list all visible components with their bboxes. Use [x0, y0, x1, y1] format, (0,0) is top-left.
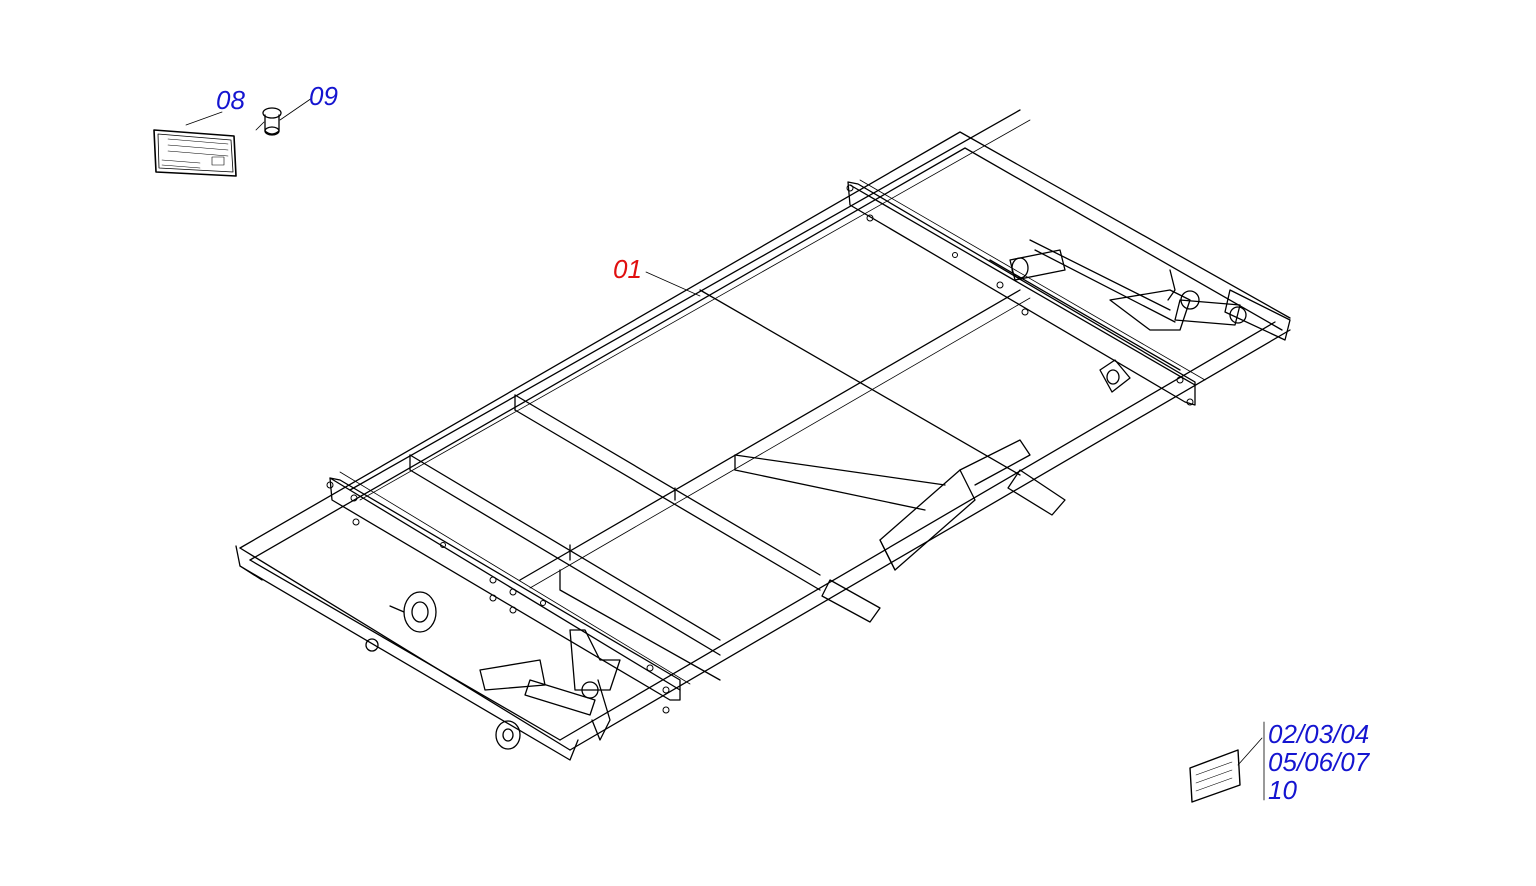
callout-decal-group: 02/03/04 05/06/07 10: [1268, 720, 1369, 804]
callout-group-line-3: 10: [1268, 775, 1297, 805]
bolt-set: [326, 184, 1194, 714]
callout-group-line-1: 02/03/04: [1268, 719, 1370, 749]
callout-09: 09: [309, 81, 338, 111]
hydraulic-cylinder-icon: [479, 629, 621, 741]
callout-group-line-2: 05/06/07: [1268, 747, 1370, 777]
callout-01: 01: [613, 254, 642, 284]
callout-08: 08: [216, 85, 245, 115]
wheel-icon: [365, 591, 521, 750]
decal-sheet-icon: [1189, 749, 1241, 803]
rear-cylinder-assembly: [1009, 249, 1247, 393]
main-frame: [235, 109, 1291, 761]
nameplate-icon: [153, 129, 237, 177]
rivet-icon: [262, 107, 282, 136]
